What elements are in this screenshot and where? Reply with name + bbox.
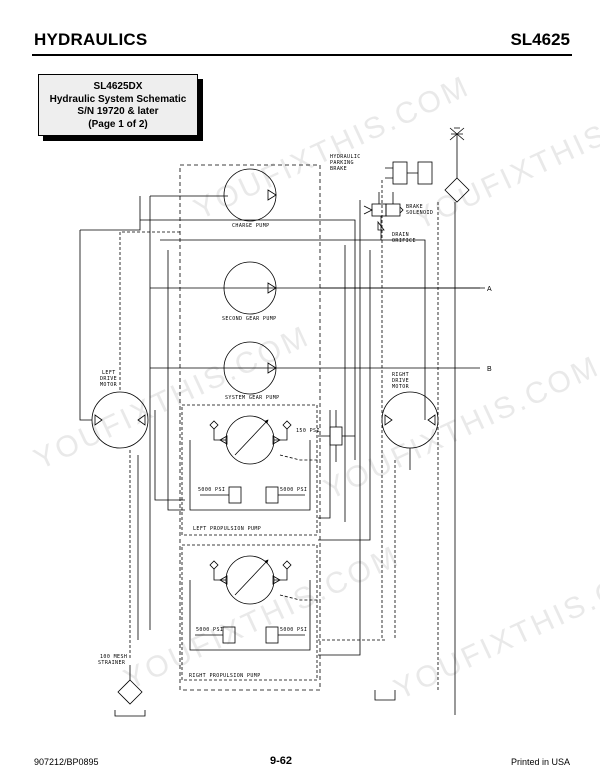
brake-solenoid xyxy=(363,192,404,217)
label-brake-solenoid-2: SOLENOID xyxy=(406,210,433,216)
label-charge-pump: CHARGE PUMP xyxy=(232,223,270,229)
label-port-a: A xyxy=(487,286,492,293)
label-right-motor-1: RIGHT xyxy=(392,372,409,378)
label-left-motor-2: DRIVE xyxy=(100,376,117,382)
parking-brake xyxy=(385,161,433,185)
title-page: (Page 1 of 2) xyxy=(88,118,148,130)
right-propulsion-pump xyxy=(189,555,311,651)
label-drain-2: ORIFICE xyxy=(392,238,416,244)
title-serial: S/N 19720 & later xyxy=(77,106,159,117)
drain-orifice xyxy=(377,216,385,240)
label-left-psi-b: 5000 PSI xyxy=(280,487,307,493)
label-system-gear-pump: SYSTEM GEAR PUMP xyxy=(225,395,280,401)
model-title: SL4625 xyxy=(510,30,570,49)
watermark-4: YOUFIXTHIS.COM xyxy=(319,350,600,507)
footer-printed: Printed in USA xyxy=(510,757,570,767)
label-left-motor-3: MOTOR xyxy=(100,382,118,388)
footer-page-number: 9-62 xyxy=(270,755,293,767)
relief-valve-150 xyxy=(318,410,355,462)
right-prop-enclosure xyxy=(181,544,318,681)
left-propulsion-pump xyxy=(189,415,311,511)
strainer xyxy=(114,665,146,717)
footer-doc-number: 907212/BP0895 xyxy=(34,757,99,767)
label-psi-150: 150 PSI xyxy=(296,428,320,434)
schematic-title-box: SL4625DX Hydraulic System Schematic S/N … xyxy=(38,74,198,136)
left-prop-enclosure xyxy=(181,404,318,536)
title-model: SL4625DX xyxy=(93,81,143,92)
pump-enclosure xyxy=(179,164,321,691)
label-left-motor-1: LEFT xyxy=(102,370,116,376)
label-right-psi-a: 5000 PSI xyxy=(196,627,223,633)
label-strainer-2: STRAINER xyxy=(98,660,126,666)
charge-pump xyxy=(223,168,277,222)
label-parking-brake-2: PARKING xyxy=(330,160,354,166)
label-right-motor-3: MOTOR xyxy=(392,384,410,390)
label-left-prop-pump: LEFT PROPULSION PUMP xyxy=(193,526,261,532)
label-left-psi-a: 5000 PSI xyxy=(198,487,225,493)
label-right-motor-2: DRIVE xyxy=(392,378,409,384)
label-parking-brake-1: HYDRAULIC xyxy=(330,154,361,160)
title-desc: Hydraulic System Schematic xyxy=(49,93,187,105)
label-strainer-1: 100 MESH xyxy=(100,654,127,660)
label-brake-solenoid-1: BRAKE xyxy=(406,204,423,210)
label-right-prop-pump: RIGHT PROPULSION PUMP xyxy=(189,673,261,679)
label-parking-brake-3: BRAKE xyxy=(330,166,347,172)
watermark-5: YOUFIXTHIS.COM xyxy=(119,540,405,697)
label-drain-1: DRAIN xyxy=(392,232,409,238)
label-port-b: B xyxy=(487,366,492,373)
label-right-psi-b: 5000 PSI xyxy=(280,627,307,633)
header-rule xyxy=(32,54,572,56)
label-second-gear-pump: SECOND GEAR PUMP xyxy=(222,316,277,322)
section-title: HYDRAULICS xyxy=(34,30,148,49)
return-filter xyxy=(444,127,470,203)
watermark-6: YOUFIXTHIS.COM xyxy=(389,550,600,707)
